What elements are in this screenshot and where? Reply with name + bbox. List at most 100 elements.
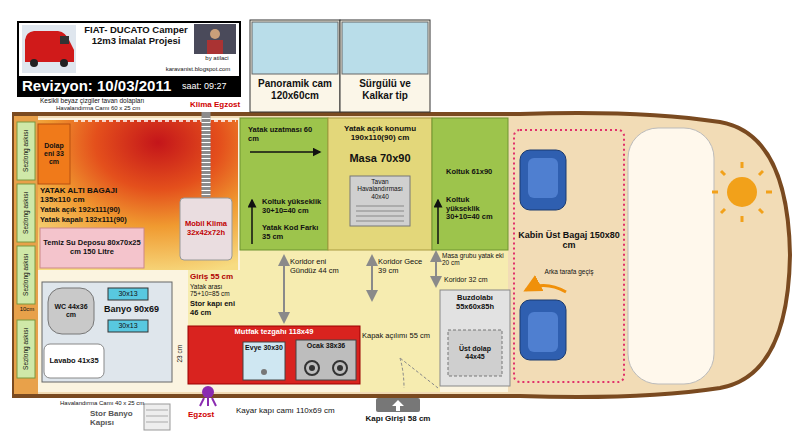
hanger-strip: Sezlong askısı — [17, 320, 35, 378]
node-text: by atilaci — [194, 55, 240, 62]
bottom-details — [376, 398, 420, 412]
cab-art — [741, 216, 744, 222]
bed-open-area: Yatak açık konumu 190x110(90) cm Masa 70x… — [328, 118, 432, 250]
dimension-label: 23 cm — [176, 339, 183, 369]
title-box-art — [25, 31, 74, 62]
kitchen-art — [337, 365, 343, 371]
hanger-strip: Sezlong askısı — [17, 122, 35, 180]
note-label: Giriş 55 cm — [190, 272, 242, 281]
bottom-details — [207, 398, 209, 406]
node-text: YATAK ALTI BAGAJI 135x110 cm — [40, 186, 150, 204]
seating-art — [328, 118, 432, 250]
note-label: Egzost — [188, 410, 232, 419]
bathroom-art — [44, 344, 104, 378]
cupboard-box: Üst dolap 44x45 — [448, 330, 502, 376]
window-art — [342, 22, 428, 74]
bottom-details — [146, 422, 168, 423]
title-box: FIAT- DUCATO Camper 12m3 İmalat Projesi b… — [18, 22, 240, 96]
shelf-box: 30x13 — [108, 320, 148, 332]
node-text: Yatak açık konumu 190x110(90) cm — [332, 124, 428, 142]
window-art — [250, 20, 430, 112]
cab-art — [727, 177, 757, 207]
bathroom-art — [42, 282, 172, 382]
bottom-details — [392, 400, 404, 411]
floor-art — [400, 358, 404, 388]
bed-storage-art — [202, 118, 211, 197]
kitchen-art — [333, 361, 347, 375]
cab-art — [528, 312, 558, 352]
van-body — [17, 320, 35, 378]
shelf-box: 30x13 — [108, 288, 148, 300]
node-text: Sürgülü ve Kalkar tip — [344, 78, 426, 101]
note-label: Kesikli beyaz çizgiler tavan dolapları — [40, 97, 190, 104]
node-text: Sezlong askısı — [22, 130, 29, 172]
node-text: Dolap eni 33 cm — [40, 142, 68, 166]
seating-art — [356, 221, 404, 222]
title-box-art — [210, 29, 220, 39]
cab-art — [759, 209, 763, 213]
node-text: Yatak uzatması 60 cm — [248, 126, 322, 143]
node-text: Yatak kapalı 132x111(90) — [40, 216, 160, 225]
node-text: WC 44x36 cm — [50, 303, 92, 319]
node-text: Revizyon: 10/03/2011 — [22, 77, 180, 94]
window-box: Panoramik cam 120x60cm — [250, 20, 340, 112]
cab-art — [520, 150, 566, 210]
note-label: Koridor 32 cm — [444, 276, 506, 284]
fridge-art — [440, 290, 510, 386]
note-label: 10cm — [15, 306, 39, 313]
bathroom-art — [42, 282, 172, 382]
window-art — [252, 22, 338, 74]
van-body — [17, 246, 35, 304]
cab-art — [514, 128, 772, 384]
floor-art — [283, 256, 285, 322]
cab-art — [526, 285, 566, 292]
seating-art — [356, 211, 404, 212]
node-text: karavanist.blogspot.com — [158, 66, 238, 73]
kitchen-art — [188, 326, 360, 384]
window-box: Sürgülü ve Kalkar tip — [340, 20, 430, 112]
storage-region: YATAK ALTI BAGAJI 135x110 cm Yatak açık 1… — [38, 120, 238, 270]
toilet-box: WC 44x36 cm — [48, 288, 94, 334]
hanger-strip: Sezlong askısı — [17, 184, 35, 242]
note-label: Kayar kapı camı 110x69 cm — [236, 406, 360, 415]
cab-art — [721, 171, 725, 175]
van-body — [14, 113, 790, 397]
bed-storage-art — [74, 120, 236, 122]
node-text: Buzdolabı 55x60x85h — [442, 294, 508, 311]
note-label: Stor kapı eni 46 cm — [190, 300, 242, 317]
note-label: Masa grubu yatak eki 20 cm — [442, 252, 506, 267]
air-conditioner-box: Mobil Klima 32x42x72h — [180, 198, 232, 260]
seating-art — [350, 176, 410, 226]
node-text: Masa 70x90 — [332, 152, 428, 165]
cab-art — [712, 191, 718, 194]
cab-art — [721, 209, 725, 213]
node-text: Koltuk yükseklik 30+10=40 cm — [446, 196, 504, 222]
kitchen-art — [261, 369, 267, 375]
node-text: Temiz Su Deposu 80x70x25 cm 150 Litre — [42, 239, 142, 256]
seating-art — [356, 216, 404, 217]
title-box-art — [30, 59, 38, 67]
van-body — [14, 113, 790, 397]
bathroom-art — [108, 320, 148, 332]
water-tank-box: Temiz Su Deposu 80x70x25 cm 150 Litre — [40, 228, 144, 268]
node-text: 30x13 — [118, 290, 137, 298]
bathroom-art — [108, 288, 148, 300]
seating-art — [432, 118, 508, 250]
cab-art — [520, 300, 566, 360]
bed-storage-art — [38, 112, 238, 270]
cab-art — [514, 130, 624, 382]
cab-art — [766, 191, 772, 194]
node-text: Lavabo 41x35 — [49, 357, 98, 366]
node-text: FIAT- DUCATO Camper 12m3 İmalat Projesi — [80, 25, 192, 47]
node-text: saat: 09:27 — [182, 81, 236, 91]
cab-storage-box: Kabin Üst Bagaj 150x80 cmArka tarafa geç… — [514, 130, 624, 382]
note-label: Koridor eni Gündüz 44 cm — [290, 258, 348, 275]
node-text: Yatak açık 192x111(90) — [40, 206, 160, 215]
node-text: Evye 30x30 — [244, 344, 284, 352]
bathroom-art — [48, 288, 94, 334]
node-text: Mobil Klima 32x42x72h — [182, 220, 230, 237]
kitchen-art — [296, 340, 356, 380]
node-text: Yatak Kod Farkı 35 cm — [262, 224, 324, 241]
title-box-art — [60, 36, 69, 44]
